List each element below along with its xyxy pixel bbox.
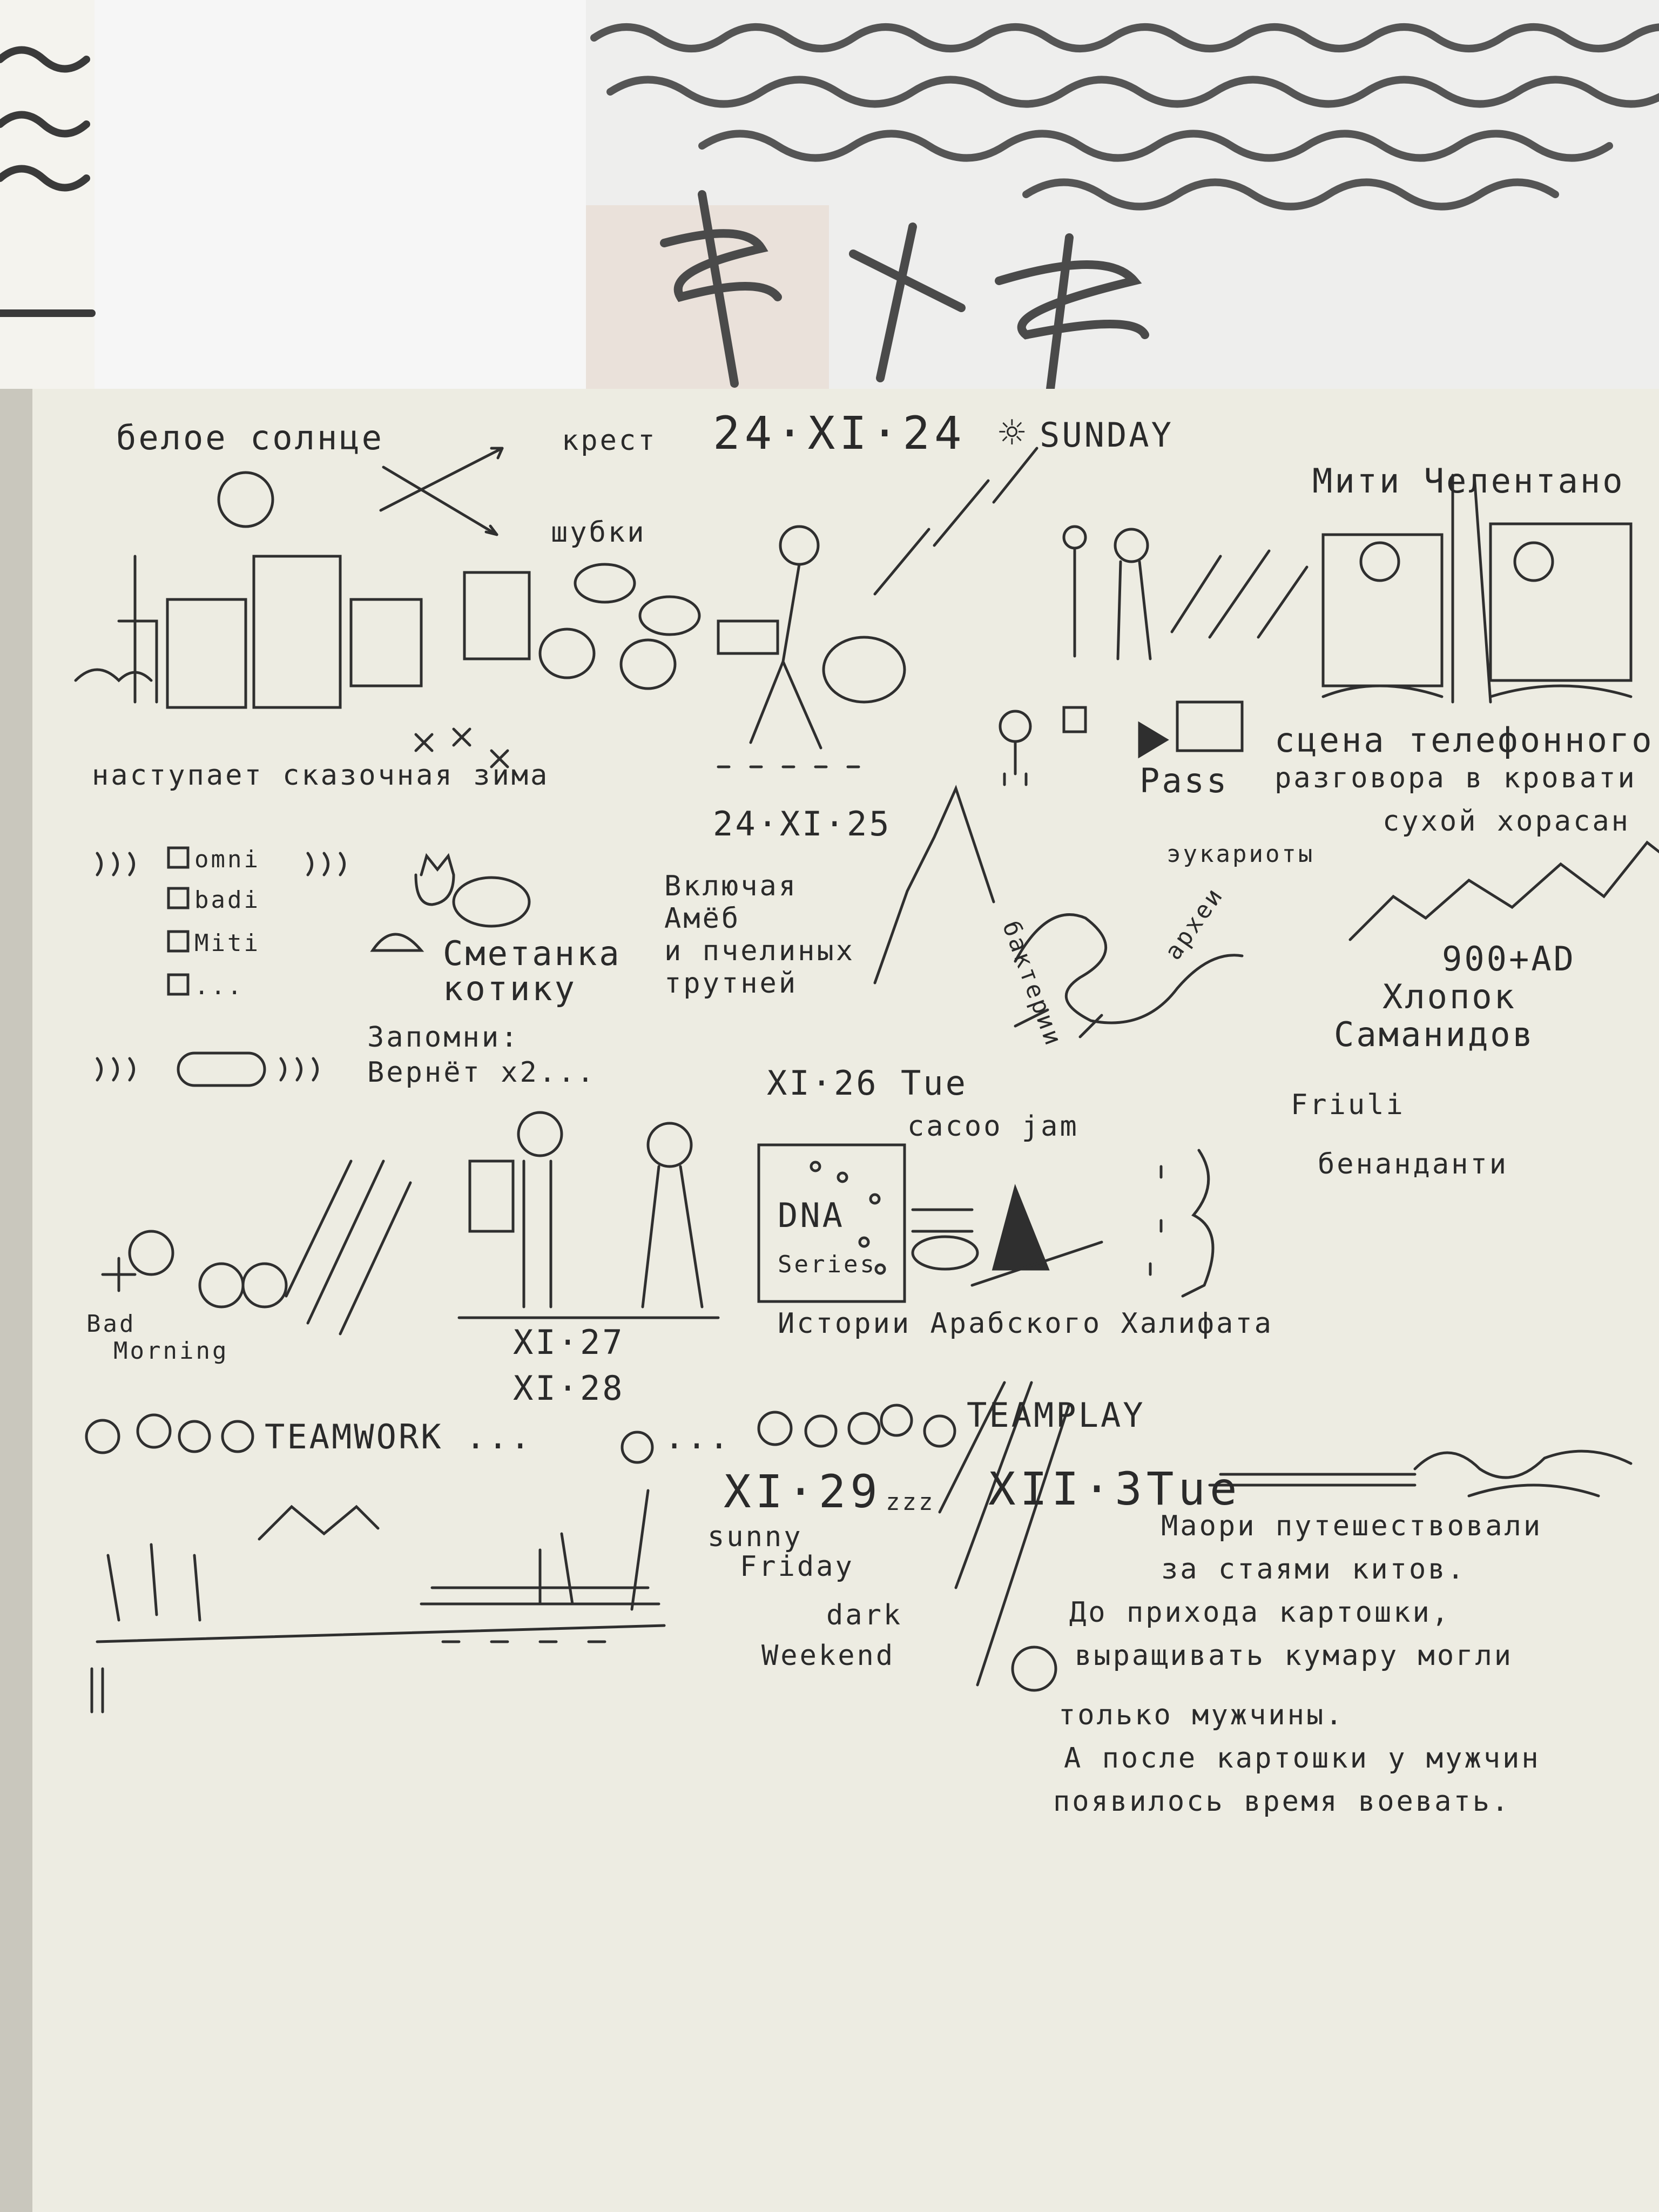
hikers-sketch — [457, 1111, 720, 1319]
wave-pattern — [590, 23, 1659, 211]
mountain-ridge-sketch — [1348, 840, 1659, 941]
khlopok-label: Хлопок — [1382, 977, 1516, 1016]
list-miti: Miti — [194, 929, 260, 957]
maori-line-7: появилось время воевать. — [1053, 1785, 1511, 1818]
maori-line-6: А после картошки у мужчин — [1064, 1742, 1541, 1775]
two-figures-sketch — [1062, 525, 1152, 660]
page-binding-edge — [0, 389, 32, 2212]
pass-label: Pass — [1139, 761, 1229, 800]
teamwork-dots: ... — [664, 1417, 731, 1456]
phone-scene-icons — [999, 700, 1244, 786]
jam-session-sketch — [911, 1149, 1215, 1298]
vklyuchaya-line-4: трутней — [664, 967, 798, 1000]
list-omni: omni — [194, 846, 260, 873]
friday-label: Friday — [740, 1550, 854, 1583]
tree-of-life-sketch — [873, 785, 1244, 1038]
winter-town-sketch — [74, 447, 701, 768]
sukhoi-label: сухой хорасан — [1382, 805, 1630, 838]
vklyuchaya-line-1: Включая — [664, 870, 798, 902]
smetanka-line-1: Сметанка — [443, 934, 622, 973]
smetanka-line-2: котику — [443, 969, 577, 1008]
razgovora-label: разговора в кровати — [1274, 762, 1637, 794]
maori-line-5: только мужчины. — [1058, 1699, 1345, 1731]
cacoo-jam-label: cacoo jam — [907, 1110, 1079, 1143]
scena-label: сцена телефонного — [1274, 720, 1654, 760]
teamplay-label: TEAMPLAY — [967, 1395, 1145, 1435]
samanidov-label: Саманидов — [1334, 1015, 1535, 1054]
bad-morning-sketch — [101, 1230, 288, 1309]
maori-line-1: Маори путешествовали — [1161, 1510, 1543, 1542]
weekend-label: Weekend — [761, 1640, 895, 1672]
sun-icon: ☼ — [996, 413, 1028, 453]
hatching-marks — [285, 447, 1309, 1687]
bad-morning-line-2: Morning — [113, 1337, 229, 1365]
bad-morning-line-1: Bad — [86, 1310, 136, 1338]
sunny-label: sunny — [707, 1521, 803, 1553]
whale-waves-sketch — [1011, 1449, 1633, 1692]
dna-line-2: Series — [778, 1251, 876, 1278]
date-xii3: XII·3Tue — [988, 1462, 1242, 1515]
date-sunday: 24·XI·24 — [713, 407, 966, 460]
maori-line-3: До прихода картошки, — [1069, 1596, 1451, 1629]
brush-strokes — [660, 190, 1149, 415]
istorii-label: Истории Арабского Халифата — [778, 1307, 1273, 1340]
list-badi: badi — [194, 886, 260, 914]
left-sheet-waves — [0, 46, 96, 317]
date-28: XI·28 — [513, 1368, 625, 1408]
zzz-label: zzz — [886, 1488, 935, 1516]
krest-label: крест — [562, 424, 657, 457]
sunday-label: SUNDAY — [1040, 415, 1174, 455]
walking-figure-sketch — [717, 525, 906, 768]
cat-sketch — [370, 853, 531, 952]
dna-series-box — [757, 1143, 906, 1303]
landscape-sketch — [90, 1489, 666, 1714]
friuli-label: Friuli — [1291, 1089, 1405, 1121]
vklyuchaya-line-2: Амёб — [664, 902, 741, 935]
vklyuchaya-line-3: и пчелиных — [664, 935, 855, 967]
zapomni-line-2: Вернёт x2... — [367, 1056, 596, 1089]
maori-line-2: за стаями китов. — [1161, 1553, 1466, 1586]
dark-label: dark — [826, 1599, 903, 1631]
white-sheet — [95, 0, 613, 410]
date-26: XI·26 Tue — [767, 1063, 968, 1103]
benandanti-label: бенанданти — [1318, 1148, 1509, 1181]
beloe-solntse-label: белое солнце — [116, 418, 384, 457]
dna-line-1: DNA — [778, 1196, 845, 1235]
maori-line-4: выращивать кумару могли — [1075, 1640, 1514, 1672]
shubki-label: шубки — [551, 516, 646, 549]
list-dots: ... — [194, 973, 244, 1000]
team-figures — [85, 1404, 956, 1464]
people-in-bed-sketch — [1321, 474, 1633, 704]
zapomni-line-1: Запомни: — [367, 1021, 520, 1054]
date-25: 24·XI·25 — [713, 804, 892, 844]
date-29: XI·29 — [724, 1465, 882, 1518]
eukarioty-label: эукариоты — [1166, 840, 1315, 868]
date-27: XI·27 — [513, 1323, 625, 1362]
mityi-chelentano-label: Мити Челентано — [1312, 461, 1625, 501]
ad-900-label: 900+AD — [1442, 939, 1576, 979]
teamwork-label: TEAMWORK ... — [265, 1417, 532, 1456]
list-checkboxes — [96, 846, 346, 1087]
nastupaet-label: наступает сказочная зима — [92, 759, 550, 792]
